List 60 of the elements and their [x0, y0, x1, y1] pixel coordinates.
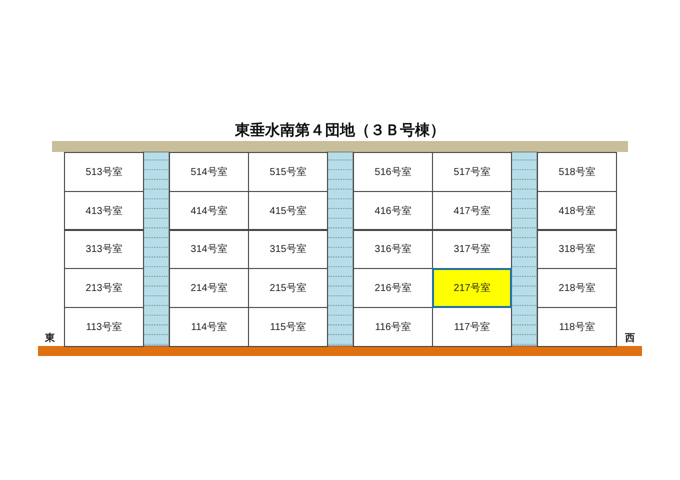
room-cell: [169, 190, 249, 230]
room-number: 517号室: [454, 166, 490, 179]
room-cell: [537, 230, 617, 270]
title: 東垂水南第４団地（３Ｂ号棟）: [235, 122, 445, 139]
room-number: 118号室: [559, 320, 595, 334]
room-number: 315号室: [270, 242, 306, 256]
room-cell: [169, 230, 249, 270]
room-number: 216号室: [374, 282, 412, 296]
room-number: 414号室: [190, 204, 228, 218]
room-number: 113号室: [86, 320, 122, 334]
room-number: 217号室: [454, 282, 490, 296]
room-number: 215号室: [270, 282, 306, 296]
highlighted-room: [432, 268, 512, 308]
room-number: 416号室: [374, 204, 412, 218]
room-number: 117号室: [454, 320, 490, 334]
room-number: 114号室: [191, 320, 227, 334]
room-number: 115号室: [270, 320, 306, 334]
room-cell: [432, 152, 512, 192]
room-cell: [353, 190, 433, 230]
room-cell: [353, 230, 433, 270]
room-cell: [537, 307, 617, 347]
room-cell: [64, 307, 144, 347]
room-number: 514号室: [190, 166, 228, 179]
room-cell: [537, 190, 617, 230]
room-cell: [432, 230, 512, 270]
room-number: 516号室: [374, 166, 412, 179]
room-number: 214号室: [190, 282, 228, 296]
room-number: 415号室: [270, 204, 306, 218]
room-number: 213号室: [86, 282, 122, 296]
room-cell: [353, 152, 433, 192]
room-number: 513号室: [86, 166, 122, 179]
room-cell: [248, 190, 328, 230]
room-number: 317号室: [454, 242, 490, 256]
room-cell: [432, 307, 512, 347]
room-cell: [169, 307, 249, 347]
room-cell: [64, 268, 144, 308]
room-number: 417号室: [454, 204, 490, 218]
room-number: 314号室: [190, 242, 228, 256]
room-cell: [248, 152, 328, 192]
room-cell: [248, 307, 328, 347]
room-number: 316号室: [374, 242, 412, 256]
room-cell: [353, 307, 433, 347]
room-cell: [248, 230, 328, 270]
direction-label: 西: [625, 332, 635, 345]
room-cell: [432, 190, 512, 230]
room-number: 418号室: [558, 204, 596, 218]
room-number: 313号室: [86, 242, 122, 256]
room-number: 515号室: [270, 166, 306, 179]
room-cell: [64, 230, 144, 270]
room-cell: [537, 268, 617, 308]
room-number: 518号室: [558, 166, 596, 179]
room-number: 218号室: [558, 282, 596, 296]
room-cell: [537, 152, 617, 192]
room-cell: [64, 190, 144, 230]
direction-label: 東: [45, 332, 55, 345]
room-cell: [64, 152, 144, 192]
room-cell: [169, 152, 249, 192]
room-number: 116号室: [375, 320, 411, 334]
room-number: 413号室: [86, 204, 122, 218]
room-number: 318号室: [558, 242, 596, 256]
